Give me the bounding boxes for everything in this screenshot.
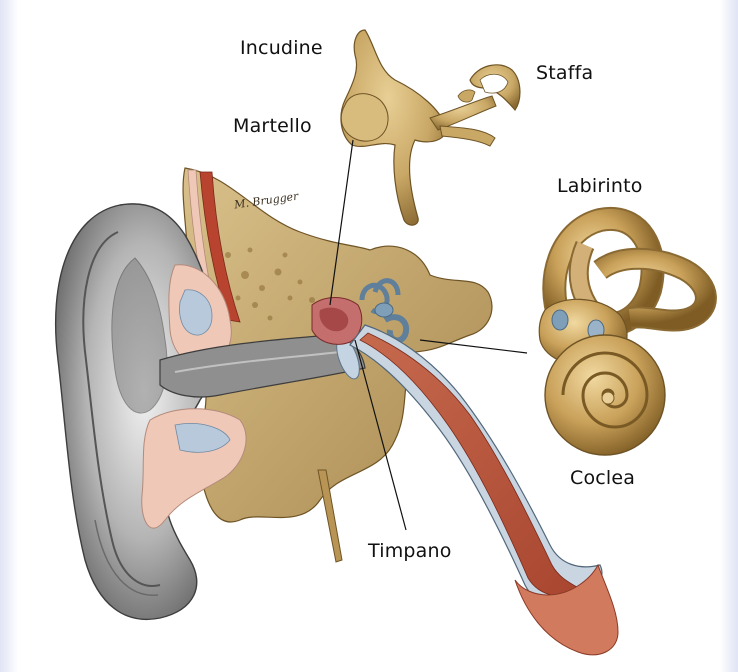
labyrinth-detail [539, 219, 706, 455]
label-timpano: Timpano [368, 540, 452, 562]
label-coclea: Coclea [570, 467, 635, 489]
ossicles-detail [341, 30, 520, 225]
label-martello: Martello [233, 115, 312, 137]
label-incudine: Incudine [240, 37, 323, 59]
label-staffa: Staffa [536, 62, 593, 84]
label-labirinto: Labirinto [557, 175, 643, 197]
